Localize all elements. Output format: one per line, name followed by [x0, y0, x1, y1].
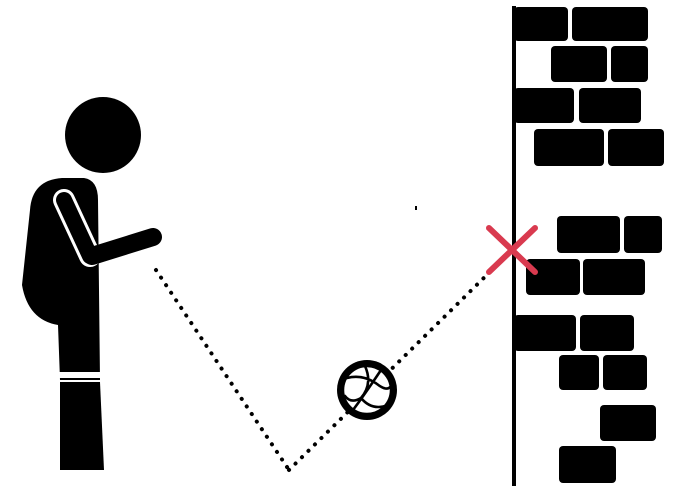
- brick: [608, 129, 664, 166]
- brick: [624, 216, 662, 253]
- person-shorts-band: [56, 372, 104, 378]
- brick: [559, 446, 616, 483]
- brick: [579, 88, 641, 123]
- person-forearm: [92, 237, 153, 256]
- brick: [572, 7, 648, 41]
- stray-mark: [415, 206, 417, 210]
- brick: [559, 355, 599, 390]
- brick: [514, 7, 568, 41]
- brick: [603, 355, 647, 390]
- brick-wall-icon: [514, 7, 664, 483]
- brick: [611, 46, 648, 82]
- brick: [600, 405, 656, 441]
- person-head: [65, 97, 141, 173]
- trajectory-down-segment: [156, 270, 289, 470]
- person-icon: [22, 97, 153, 470]
- brick: [557, 216, 620, 253]
- trajectory-up-segment: [289, 262, 500, 470]
- brick: [514, 315, 576, 351]
- brick: [580, 315, 634, 351]
- brick: [514, 88, 574, 123]
- volleyball-icon: [337, 360, 397, 420]
- brick: [551, 46, 607, 82]
- brick: [526, 259, 580, 295]
- brick: [583, 259, 645, 295]
- brick: [534, 129, 604, 166]
- trajectory-path: [156, 262, 500, 470]
- person-legs: [60, 382, 104, 470]
